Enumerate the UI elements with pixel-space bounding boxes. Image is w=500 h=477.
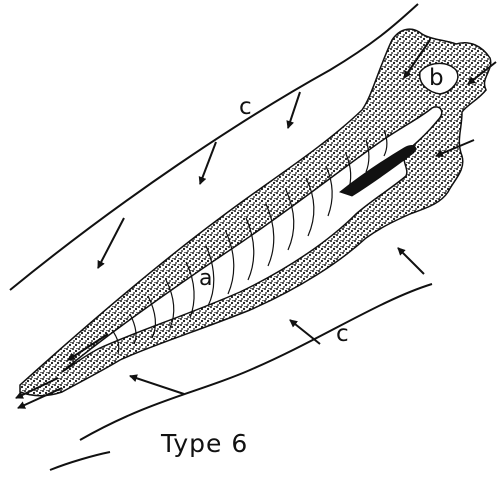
arrow (288, 92, 300, 128)
label-c-top: c (239, 96, 252, 119)
label-a: a (199, 268, 212, 290)
caption-baseline-stroke (50, 452, 110, 470)
label-b: b (429, 67, 444, 90)
arrow (290, 320, 320, 344)
arrow (98, 218, 124, 268)
inner-body-a (62, 107, 442, 372)
stippled-outer-rim (20, 29, 491, 396)
figure-caption: Type 6 (161, 429, 248, 458)
arrow (398, 248, 424, 274)
arrow (130, 376, 184, 394)
label-c-bottom: c (336, 323, 349, 346)
